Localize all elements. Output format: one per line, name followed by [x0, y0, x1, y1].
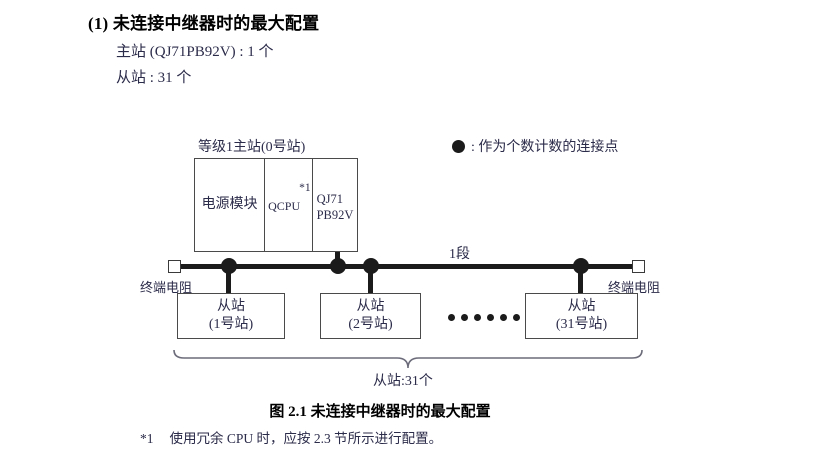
qj71pb92v-label-line2: PB92V [316, 207, 354, 222]
qcpu-label: QCPU [268, 199, 301, 213]
figure-caption: 图 2.1 未连接中继器时的最大配置 [269, 404, 491, 420]
segment-label: 1段 [449, 247, 470, 262]
qcpu-footnote-marker: *1 [299, 182, 311, 194]
master-station-caption: 等级1主站(0号站) [198, 140, 306, 155]
bus-line [178, 264, 638, 269]
footnote-text: 使用冗余 CPU 时，应按 2.3 节所示进行配置。 [169, 431, 443, 446]
ellipsis-dot [474, 314, 481, 321]
ellipsis-dot [461, 314, 468, 321]
slave-1-station: (1号站) [208, 317, 254, 332]
legend-label: : 作为个数计数的连接点 [471, 140, 619, 155]
footnote-marker: *1 [140, 431, 154, 446]
power-module-cell: 电源模块 [195, 159, 266, 251]
ellipsis-dot [487, 314, 494, 321]
power-module-label: 电源模块 [201, 197, 258, 213]
slave-count-brace [172, 348, 644, 370]
ellipsis-dot [500, 314, 507, 321]
qj71pb92v-cell: QJ71 PB92V [313, 159, 357, 251]
slave-station-box-2: 从站 (2号站) [320, 293, 421, 339]
slave-1-title: 从站 [217, 299, 245, 315]
terminator-right-label: 终端电阻 [608, 280, 661, 295]
slave-station-box-1: 从站 (1号站) [177, 293, 285, 339]
terminator-right [632, 260, 645, 273]
master-station-box: 电源模块 QCPU *1 QJ71 PB92V [194, 158, 358, 252]
slave-count-label: 从站:31个 [373, 374, 433, 389]
ellipsis-dots [448, 314, 520, 321]
section-heading: (1) 未连接中继器时的最大配置 [88, 14, 320, 33]
filled-circle-icon [452, 139, 465, 153]
slave-2-title: 从站 [356, 299, 385, 315]
slave-2-drop-line [368, 264, 373, 294]
legend: : 作为个数计数的连接点 [452, 136, 618, 156]
ellipsis-dot [513, 314, 520, 321]
footnote: *1 使用冗余 CPU 时，应按 2.3 节所示进行配置。 [140, 427, 442, 447]
slave-31-title: 从站 [567, 299, 596, 315]
slave-31-drop-line [578, 264, 583, 294]
heading-line-master: 主站 (QJ71PB92V) : 1 个 [116, 44, 274, 60]
slave-2-station: (2号站) [348, 317, 393, 332]
qj71pb92v-label-line1: QJ71 [316, 192, 343, 206]
terminator-left-label: 终端电阻 [140, 280, 193, 295]
ellipsis-dot [448, 314, 455, 321]
qcpu-cell: QCPU *1 [265, 159, 313, 251]
slave-station-box-31: 从站 (31号站) [525, 293, 638, 339]
heading-line-slave: 从站 : 31 个 [116, 70, 192, 86]
slave-1-drop-line [226, 264, 231, 294]
brace-icon [173, 349, 643, 369]
slave-31-station: (31号站) [555, 317, 608, 332]
terminator-left [168, 260, 181, 273]
connection-node-master [330, 258, 346, 274]
qj71pb92v-label: QJ71 PB92V [317, 192, 354, 223]
